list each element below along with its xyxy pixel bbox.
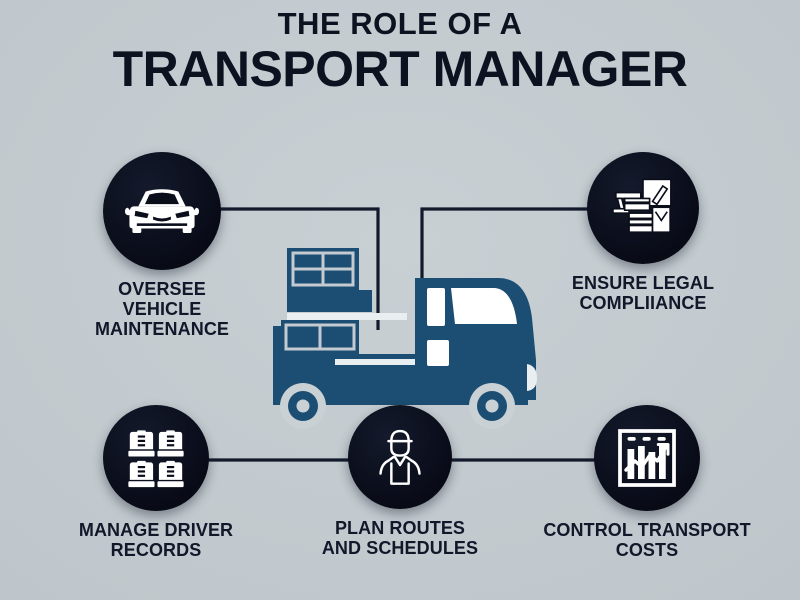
- node-manage-driver-records[interactable]: MANAGE DRIVER RECORDS: [40, 405, 272, 560]
- node-circle-manage-driver-records[interactable]: [103, 405, 209, 511]
- bar-chart-growth-icon: [618, 429, 676, 487]
- truck-wheel-front: [469, 383, 515, 429]
- node-label-ensure-legal-compliance: ENSURE LEGAL COMPLIIANCE: [571, 273, 715, 314]
- node-label-control-transport-costs: CONTROL TRANSPORT COSTS: [543, 520, 751, 561]
- driver-person-cap-icon: [379, 429, 421, 485]
- delivery-truck-illustration: [255, 240, 555, 440]
- node-control-transport-costs[interactable]: CONTROL TRANSPORT COSTS: [520, 405, 774, 560]
- node-ensure-legal-compliance[interactable]: ENSURE LEGAL COMPLIIANCE: [518, 152, 768, 313]
- node-circle-plan-routes-and-schedules[interactable]: [348, 405, 452, 509]
- node-circle-control-transport-costs[interactable]: [594, 405, 700, 511]
- documents-clipboard-pen-icon: [612, 178, 672, 234]
- node-plan-routes-and-schedules[interactable]: PLAN ROUTES AND SCHEDULES: [284, 405, 516, 558]
- node-label-manage-driver-records: MANAGE DRIVER RECORDS: [78, 520, 234, 561]
- truck-wheel-rear: [280, 383, 326, 429]
- node-circle-oversee-vehicle-maintenance[interactable]: [103, 152, 221, 270]
- page-title: THE ROLE OF A TRANSPORT MANAGER: [0, 6, 800, 97]
- node-label-oversee-vehicle-maintenance: OVERSEE VEHICLE MAINTENANCE: [94, 279, 230, 340]
- car-front-icon: [125, 188, 199, 233]
- title-line-1: THE ROLE OF A: [277, 6, 523, 41]
- node-oversee-vehicle-maintenance[interactable]: OVERSEE VEHICLE MAINTENANCE: [42, 152, 282, 339]
- node-circle-ensure-legal-compliance[interactable]: [587, 152, 699, 264]
- title-line-2: TRANSPORT MANAGER: [112, 40, 688, 97]
- node-label-plan-routes-and-schedules: PLAN ROUTES AND SCHEDULES: [321, 518, 479, 559]
- file-folders-grid-icon: [128, 430, 184, 488]
